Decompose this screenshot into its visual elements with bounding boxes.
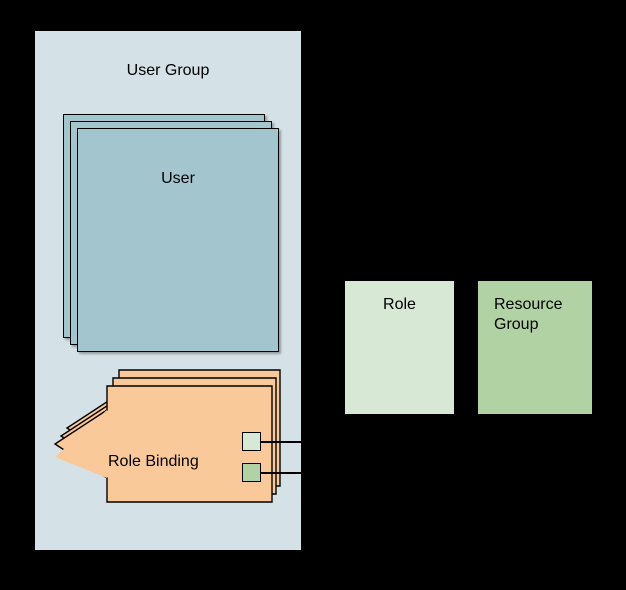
- connector-role-binding-to-role: [260, 441, 302, 443]
- resource-group-box-label: Resource Group: [494, 296, 563, 333]
- user-card-label: User: [161, 170, 195, 187]
- connector-role-binding-to-resource-group: [260, 472, 302, 474]
- resource-group-port-square[interactable]: [242, 463, 261, 482]
- role-binding-arrow-front[interactable]: [53, 385, 273, 503]
- user-group-title: User Group: [126, 62, 210, 79]
- user-card-front[interactable]: User: [77, 128, 279, 352]
- resource-group-box[interactable]: Resource Group: [478, 281, 592, 414]
- role-binding-arrow-head-fill: [55, 410, 107, 478]
- role-box-label: Role: [383, 296, 416, 313]
- role-binding-label: Role Binding: [108, 453, 199, 470]
- role-box[interactable]: Role: [345, 281, 454, 414]
- role-port-square[interactable]: [242, 432, 261, 451]
